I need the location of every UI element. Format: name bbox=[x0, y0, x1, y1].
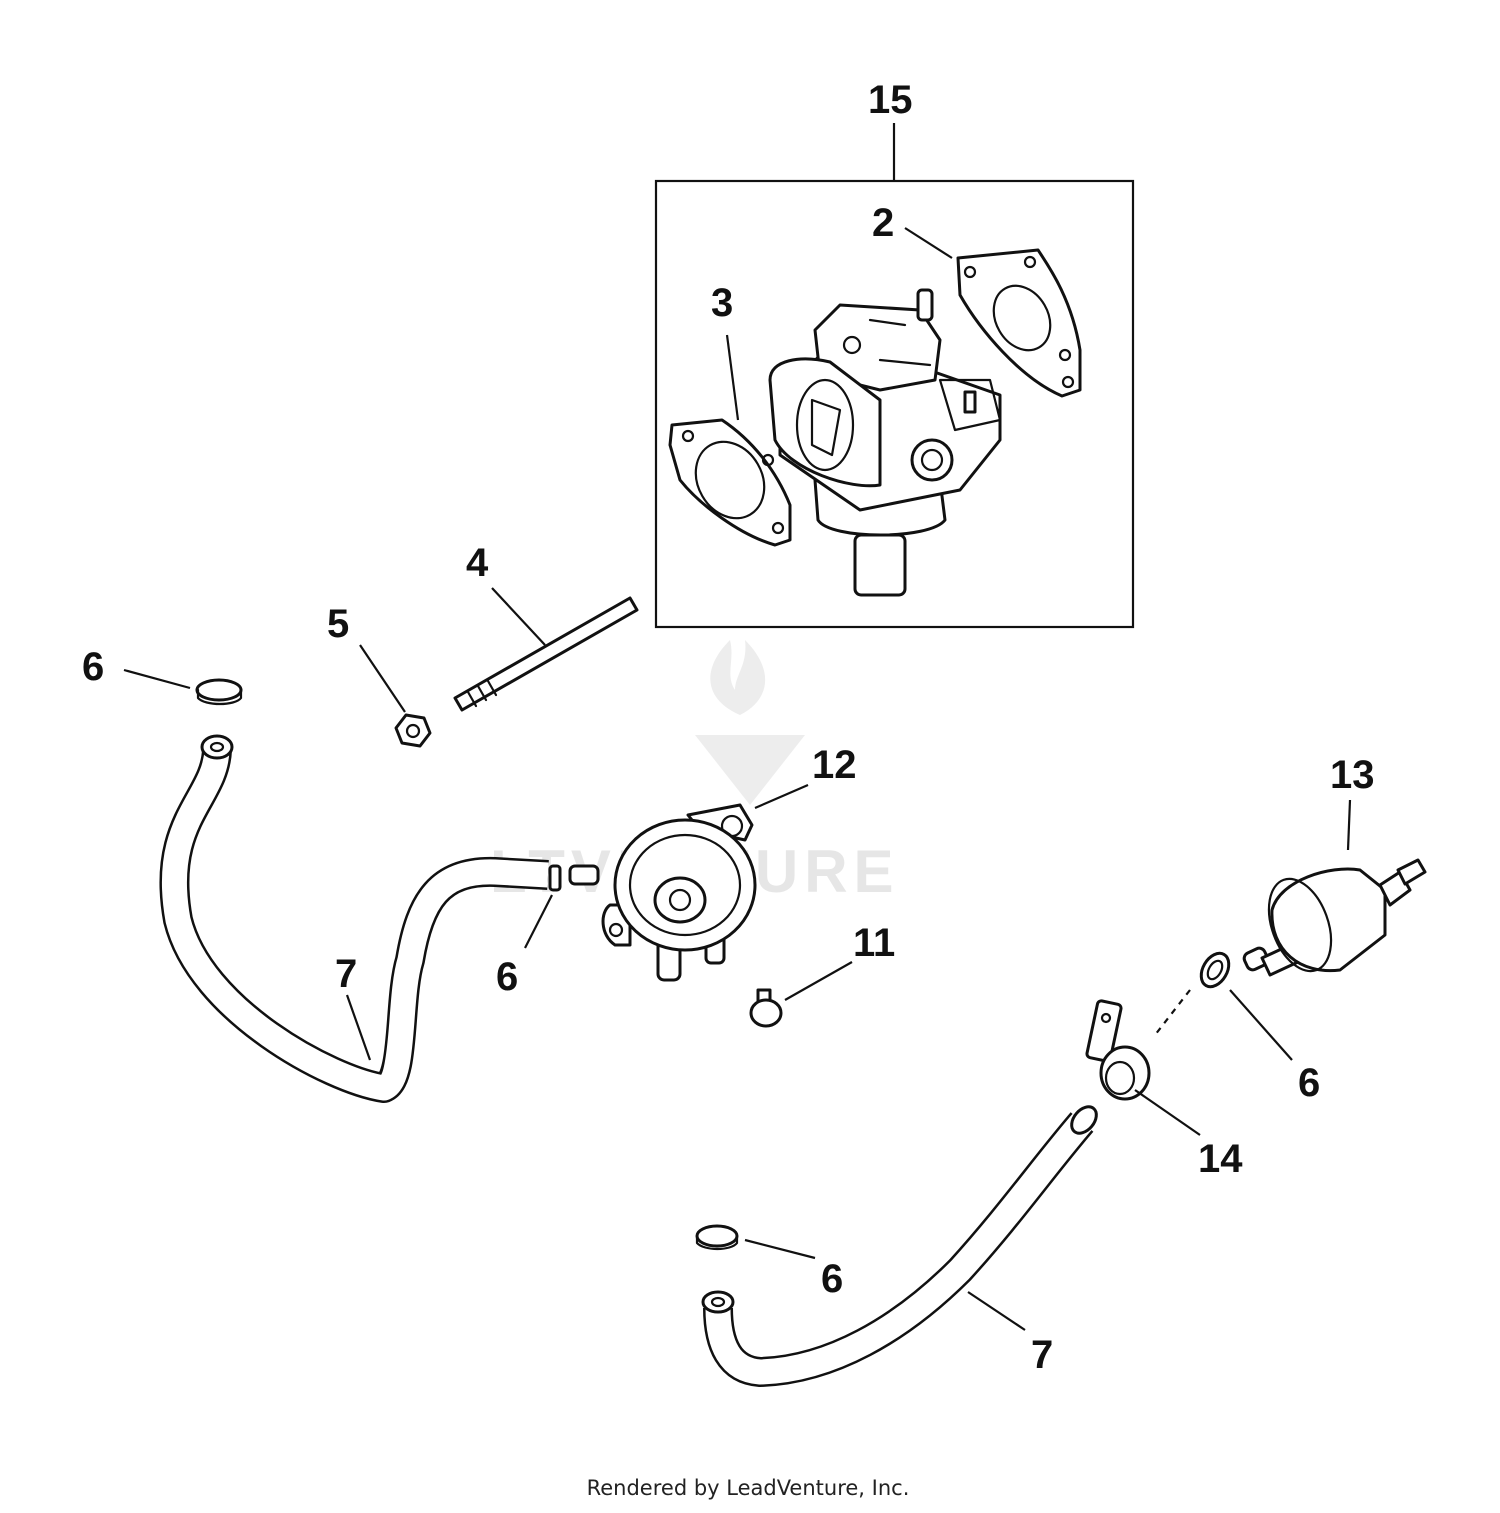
leader-11 bbox=[784, 961, 853, 1001]
carburetor-body[interactable] bbox=[768, 288, 1002, 597]
fuel-filter-part-13[interactable] bbox=[1242, 858, 1427, 980]
callout-11: 11 bbox=[853, 921, 895, 965]
hose-clip-part-14[interactable] bbox=[1085, 999, 1151, 1101]
callout-15: 15 bbox=[868, 78, 913, 122]
leader-3 bbox=[725, 334, 740, 421]
leader-6-top-left bbox=[123, 668, 191, 690]
callout-3: 3 bbox=[711, 281, 733, 325]
nut-part-5[interactable] bbox=[394, 713, 432, 748]
leader-6-filter bbox=[1229, 989, 1293, 1061]
fuel-pump-part-12[interactable] bbox=[568, 803, 757, 982]
callout-2: 2 bbox=[872, 201, 894, 245]
leader-7-bottom bbox=[967, 1291, 1026, 1331]
callout-13: 13 bbox=[1330, 753, 1375, 797]
callout-5: 5 bbox=[327, 602, 349, 646]
leader-4 bbox=[491, 587, 546, 646]
hose-clamp-part-6-bottom[interactable] bbox=[695, 1224, 739, 1251]
leader-7-left bbox=[345, 994, 372, 1061]
footer-credit: Rendered by LeadVenture, Inc. bbox=[587, 1476, 910, 1500]
leader-14 bbox=[1134, 1089, 1201, 1136]
callout-6-filter: 6 bbox=[1298, 1061, 1320, 1105]
leader-5 bbox=[359, 644, 406, 713]
callout-6-bottom: 6 bbox=[821, 1257, 843, 1301]
stud-part-4[interactable] bbox=[453, 596, 639, 712]
callout-7-left: 7 bbox=[335, 952, 357, 996]
callout-6-pump: 6 bbox=[496, 955, 518, 999]
callout-6-top-left: 6 bbox=[82, 645, 104, 689]
hose-clamp-part-6-pump[interactable] bbox=[548, 864, 562, 892]
gasket-part-3[interactable] bbox=[668, 418, 792, 547]
gasket-part-2[interactable] bbox=[956, 248, 1082, 398]
leader-6-pump bbox=[524, 894, 553, 949]
fuel-hose-part-7-bottom[interactable] bbox=[701, 1102, 1101, 1387]
callout-14: 14 bbox=[1198, 1137, 1243, 1181]
callout-4: 4 bbox=[466, 541, 489, 585]
callout-7-bottom: 7 bbox=[1031, 1333, 1053, 1377]
screw-part-11[interactable] bbox=[749, 988, 783, 1028]
dashed-connector bbox=[1154, 989, 1191, 1036]
hose-clamp-part-6-top[interactable] bbox=[195, 678, 243, 706]
callout-12: 12 bbox=[812, 743, 857, 787]
leader-2 bbox=[904, 227, 953, 259]
leader-12 bbox=[754, 783, 809, 810]
leader-6-bottom bbox=[744, 1238, 816, 1260]
hose-clamp-part-6-filter[interactable] bbox=[1196, 948, 1235, 991]
fuel-hose-part-7-left[interactable] bbox=[159, 734, 549, 1103]
leader-13 bbox=[1346, 799, 1352, 851]
